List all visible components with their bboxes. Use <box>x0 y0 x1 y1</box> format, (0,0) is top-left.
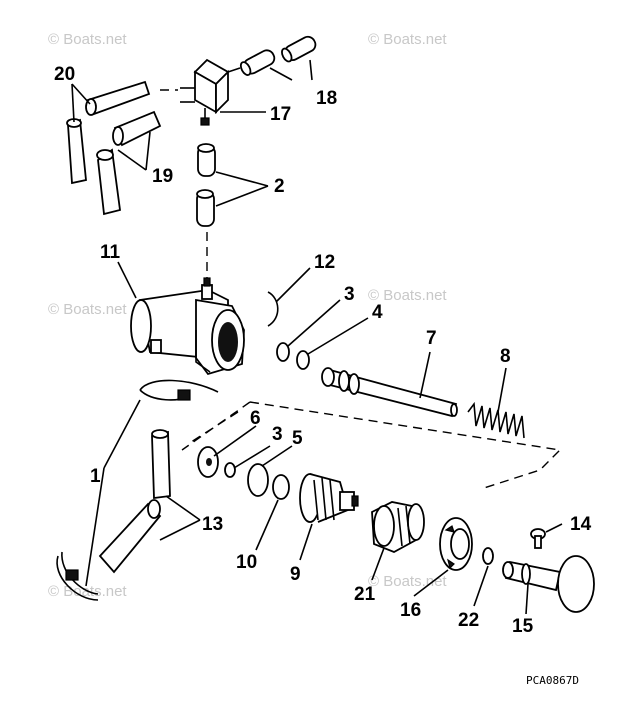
callout-10: 10 <box>236 552 257 573</box>
callout-11: 11 <box>100 242 121 263</box>
callout-22: 22 <box>458 610 479 631</box>
callout-2: 2 <box>274 176 285 197</box>
watermark-mid-left: © Boats.net <box>48 301 127 318</box>
callout-4: 4 <box>372 302 383 323</box>
drawing-code: PCA0867D <box>526 674 579 687</box>
assembly-dashed-outline <box>181 401 562 489</box>
watermark-top-left: © Boats.net <box>48 31 127 48</box>
part-3-oring-upper <box>276 342 290 362</box>
callout-17: 17 <box>270 104 291 125</box>
part-16-collar <box>439 517 473 571</box>
part-12-clip <box>267 291 279 327</box>
watermark-bottom-right: © Boats.net <box>368 573 447 590</box>
part-5-oring <box>247 463 269 497</box>
part-8-spring <box>467 401 525 439</box>
callout-9: 9 <box>290 564 301 585</box>
callout-13: 13 <box>202 514 223 535</box>
callout-21: 21 <box>354 584 376 605</box>
part-20-hoses <box>66 80 151 185</box>
part-10-oring <box>272 474 290 500</box>
part-19-hoses <box>96 110 162 216</box>
part-4-oring <box>296 350 310 370</box>
callout-15: 15 <box>512 616 534 637</box>
part-14-screw <box>530 528 546 549</box>
part-21-nut <box>371 501 425 553</box>
callout-6: 6 <box>250 408 261 429</box>
part-1-tie-straps <box>56 379 219 601</box>
callout-5: 5 <box>292 428 303 449</box>
callout-16: 16 <box>400 600 421 621</box>
callout-3-upper: 3 <box>344 284 355 305</box>
leader-lines <box>71 59 563 615</box>
part-2-hoses <box>196 143 216 282</box>
callout-14: 14 <box>570 514 592 535</box>
part-18-hoses <box>239 35 317 76</box>
callout-8: 8 <box>500 346 511 367</box>
callout-1: 1 <box>90 466 101 487</box>
callout-12: 12 <box>314 252 335 273</box>
part-13-hoses <box>98 429 171 574</box>
watermark-mid-right: © Boats.net <box>368 287 447 304</box>
callout-7: 7 <box>426 328 437 349</box>
callout-19: 19 <box>152 166 173 187</box>
part-22-oring <box>482 547 494 565</box>
watermark-top-right: © Boats.net <box>368 31 447 48</box>
callout-3-lower: 3 <box>272 424 283 445</box>
part-9-valve <box>299 473 359 523</box>
callout-20: 20 <box>54 64 75 85</box>
part-17-fitting <box>160 58 241 126</box>
part-6-washer <box>197 446 219 478</box>
part-15-knob <box>502 555 595 613</box>
part-11-housing <box>130 277 245 376</box>
part-3-oring-lower <box>224 462 236 478</box>
part-7-shaft <box>321 367 458 418</box>
callout-18: 18 <box>316 88 337 109</box>
